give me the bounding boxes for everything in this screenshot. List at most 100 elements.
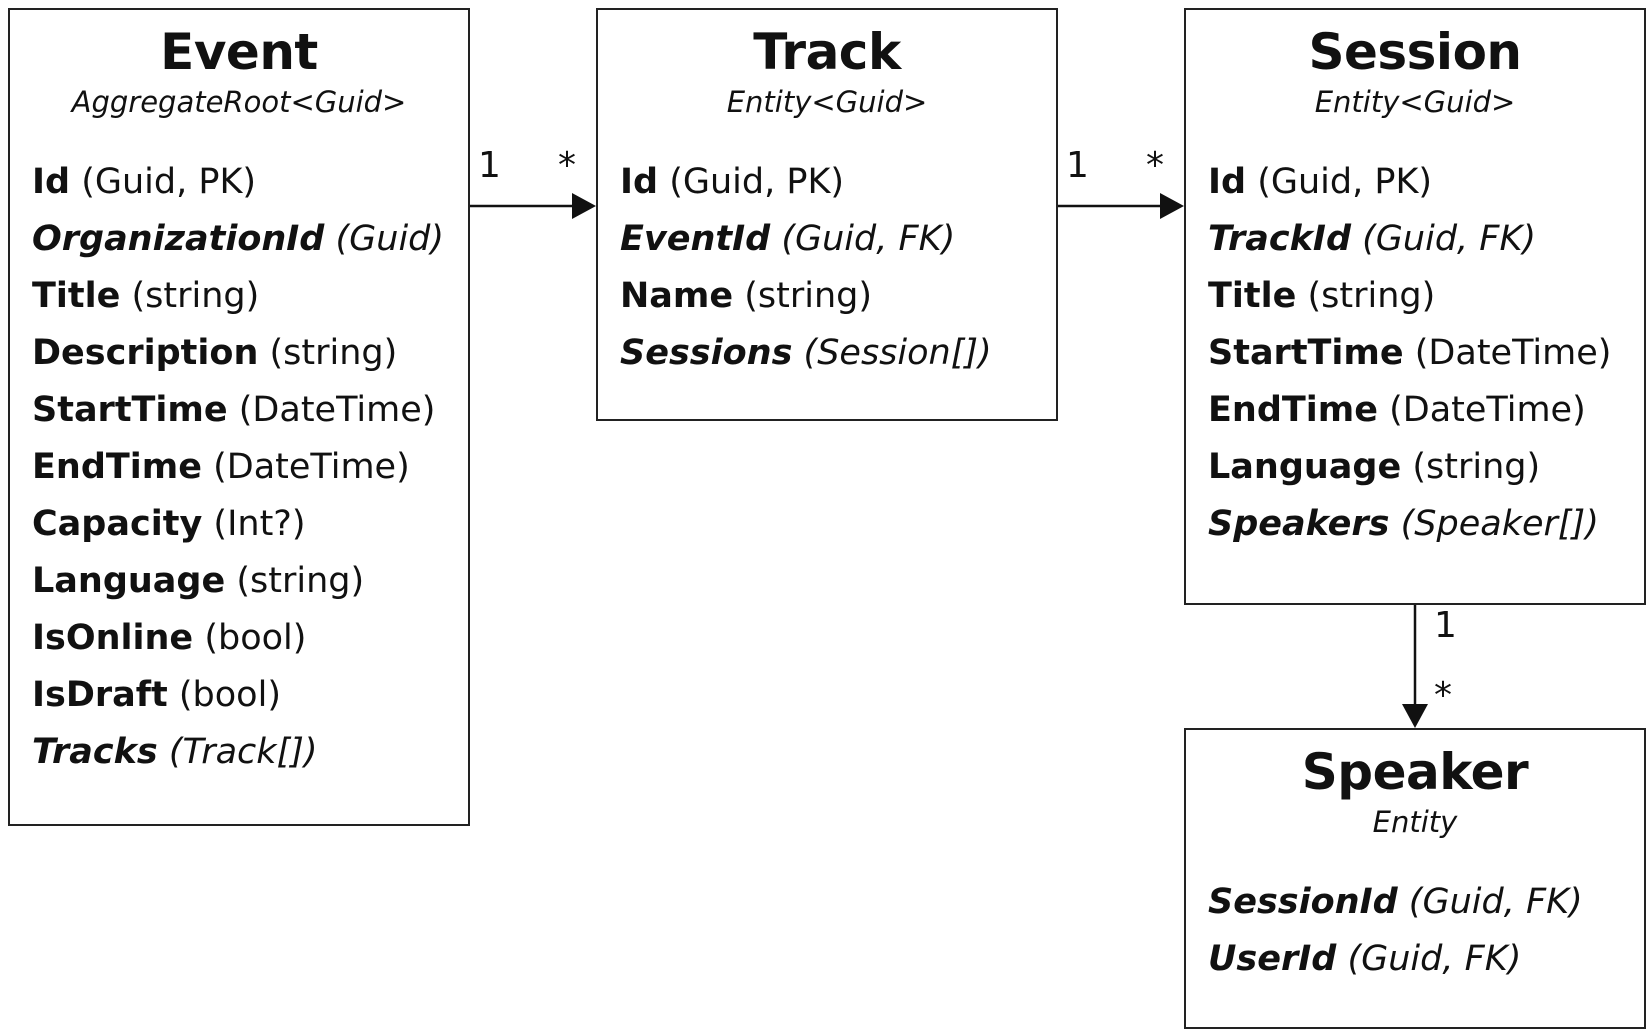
field-name: Id: [32, 162, 71, 202]
field-name: UserId: [1208, 939, 1337, 979]
field-type: (DateTime): [213, 447, 410, 487]
multiplicity-label: *: [1434, 675, 1452, 716]
field-name: StartTime: [1208, 333, 1404, 373]
field-row: Sessions (Session[]): [620, 325, 1056, 382]
field-row: Id (Guid, PK): [32, 154, 468, 211]
field-name: EndTime: [1208, 390, 1378, 430]
field-row: TrackId (Guid, FK): [1208, 211, 1644, 268]
field-row: UserId (Guid, FK): [1208, 931, 1644, 988]
field-name: Tracks: [32, 732, 158, 772]
entity-track: Track Entity<Guid> Id (Guid, PK)EventId …: [596, 8, 1058, 421]
field-type: (string): [269, 333, 398, 373]
multiplicity-label: 1: [478, 145, 501, 186]
field-row: Title (string): [32, 268, 468, 325]
entity-title: Speaker: [1301, 743, 1529, 801]
entity-event: Event AggregateRoot<Guid> Id (Guid, PK)O…: [8, 8, 470, 826]
field-row: Id (Guid, PK): [620, 154, 1056, 211]
field-type: (bool): [178, 675, 281, 715]
field-name: Capacity: [32, 504, 203, 544]
field-type: (DateTime): [238, 390, 436, 430]
entity-speaker: Speaker Entity SessionId (Guid, FK)UserI…: [1184, 728, 1646, 1029]
field-name: Title: [1208, 276, 1297, 316]
field-name: Id: [620, 162, 659, 202]
multiplicity-label: *: [1146, 145, 1164, 186]
field-name: Language: [32, 561, 226, 601]
field-name: Sessions: [620, 333, 793, 373]
field-type: (Guid, FK): [1408, 882, 1583, 922]
field-name: Description: [32, 333, 259, 373]
field-type: (Guid, PK): [1257, 162, 1433, 202]
field-row: Speakers (Speaker[]): [1208, 496, 1644, 553]
field-type: (Guid, FK): [781, 219, 956, 259]
field-row: IsOnline (bool): [32, 610, 468, 667]
multiplicity-label: 1: [1434, 605, 1457, 646]
arrowhead-icon: [1160, 193, 1184, 219]
field-row: OrganizationId (Guid): [32, 211, 468, 268]
field-name: Speakers: [1208, 504, 1390, 544]
field-row: IsDraft (bool): [32, 667, 468, 724]
field-type: (string): [1412, 447, 1541, 487]
field-list: Id (Guid, PK)TrackId (Guid, FK)Title (st…: [1186, 154, 1644, 553]
field-name: OrganizationId: [32, 219, 325, 259]
field-row: EndTime (DateTime): [32, 439, 468, 496]
relation-track-session: [1058, 193, 1184, 219]
field-row: Id (Guid, PK): [1208, 154, 1644, 211]
field-row: EventId (Guid, FK): [620, 211, 1056, 268]
field-row: Capacity (Int?): [32, 496, 468, 553]
field-type: (Int?): [213, 504, 306, 544]
field-name: EventId: [620, 219, 771, 259]
field-row: Tracks (Track[]): [32, 724, 468, 781]
entity-title: Event: [160, 23, 318, 81]
field-type: (Session[]): [803, 333, 992, 373]
field-name: Title: [32, 276, 121, 316]
arrowhead-icon: [1402, 704, 1428, 728]
entity-base-type: AggregateRoot<Guid>: [71, 85, 407, 119]
field-type: (Guid, PK): [81, 162, 257, 202]
entity-base-type: Entity: [1372, 805, 1458, 839]
field-row: Name (string): [620, 268, 1056, 325]
field-type: (DateTime): [1389, 390, 1586, 430]
field-name: EndTime: [32, 447, 202, 487]
field-name: SessionId: [1208, 882, 1398, 922]
field-row: Description (string): [32, 325, 468, 382]
field-type: (string): [236, 561, 365, 601]
field-name: IsOnline: [32, 618, 194, 658]
entity-base-type: Entity<Guid>: [1314, 85, 1516, 119]
field-name: Language: [1208, 447, 1402, 487]
field-type: (DateTime): [1414, 333, 1612, 373]
field-name: StartTime: [32, 390, 228, 430]
field-type: (Speaker[]): [1400, 504, 1599, 544]
field-name: IsDraft: [32, 675, 168, 715]
field-type: (string): [131, 276, 260, 316]
field-row: Language (string): [1208, 439, 1644, 496]
relation-session-speaker: [1402, 605, 1428, 728]
multiplicity-label: *: [558, 145, 576, 186]
relation-event-track: [470, 193, 596, 219]
field-row: StartTime (DateTime): [32, 382, 468, 439]
field-name: Id: [1208, 162, 1247, 202]
field-list: Id (Guid, PK)EventId (Guid, FK)Name (str…: [598, 154, 1056, 382]
entity-base-type: Entity<Guid>: [726, 85, 928, 119]
field-type: (Guid): [335, 219, 445, 259]
field-type: (bool): [204, 618, 307, 658]
field-name: Name: [620, 276, 734, 316]
field-type: (string): [1307, 276, 1436, 316]
field-type: (Guid, FK): [1347, 939, 1522, 979]
multiplicity-label: 1: [1066, 145, 1089, 186]
field-row: StartTime (DateTime): [1208, 325, 1644, 382]
entity-session: Session Entity<Guid> Id (Guid, PK)TrackI…: [1184, 8, 1646, 605]
field-type: (string): [744, 276, 873, 316]
entity-title: Track: [753, 23, 901, 81]
field-row: Title (string): [1208, 268, 1644, 325]
field-row: SessionId (Guid, FK): [1208, 874, 1644, 931]
field-row: EndTime (DateTime): [1208, 382, 1644, 439]
field-type: (Guid, FK): [1362, 219, 1537, 259]
field-row: Language (string): [32, 553, 468, 610]
arrowhead-icon: [572, 193, 596, 219]
field-list: SessionId (Guid, FK)UserId (Guid, FK): [1186, 874, 1644, 988]
field-type: (Track[]): [168, 732, 318, 772]
field-name: TrackId: [1208, 219, 1352, 259]
entity-title: Session: [1308, 23, 1522, 81]
field-list: Id (Guid, PK)OrganizationId (Guid)Title …: [10, 154, 468, 781]
field-type: (Guid, PK): [669, 162, 845, 202]
